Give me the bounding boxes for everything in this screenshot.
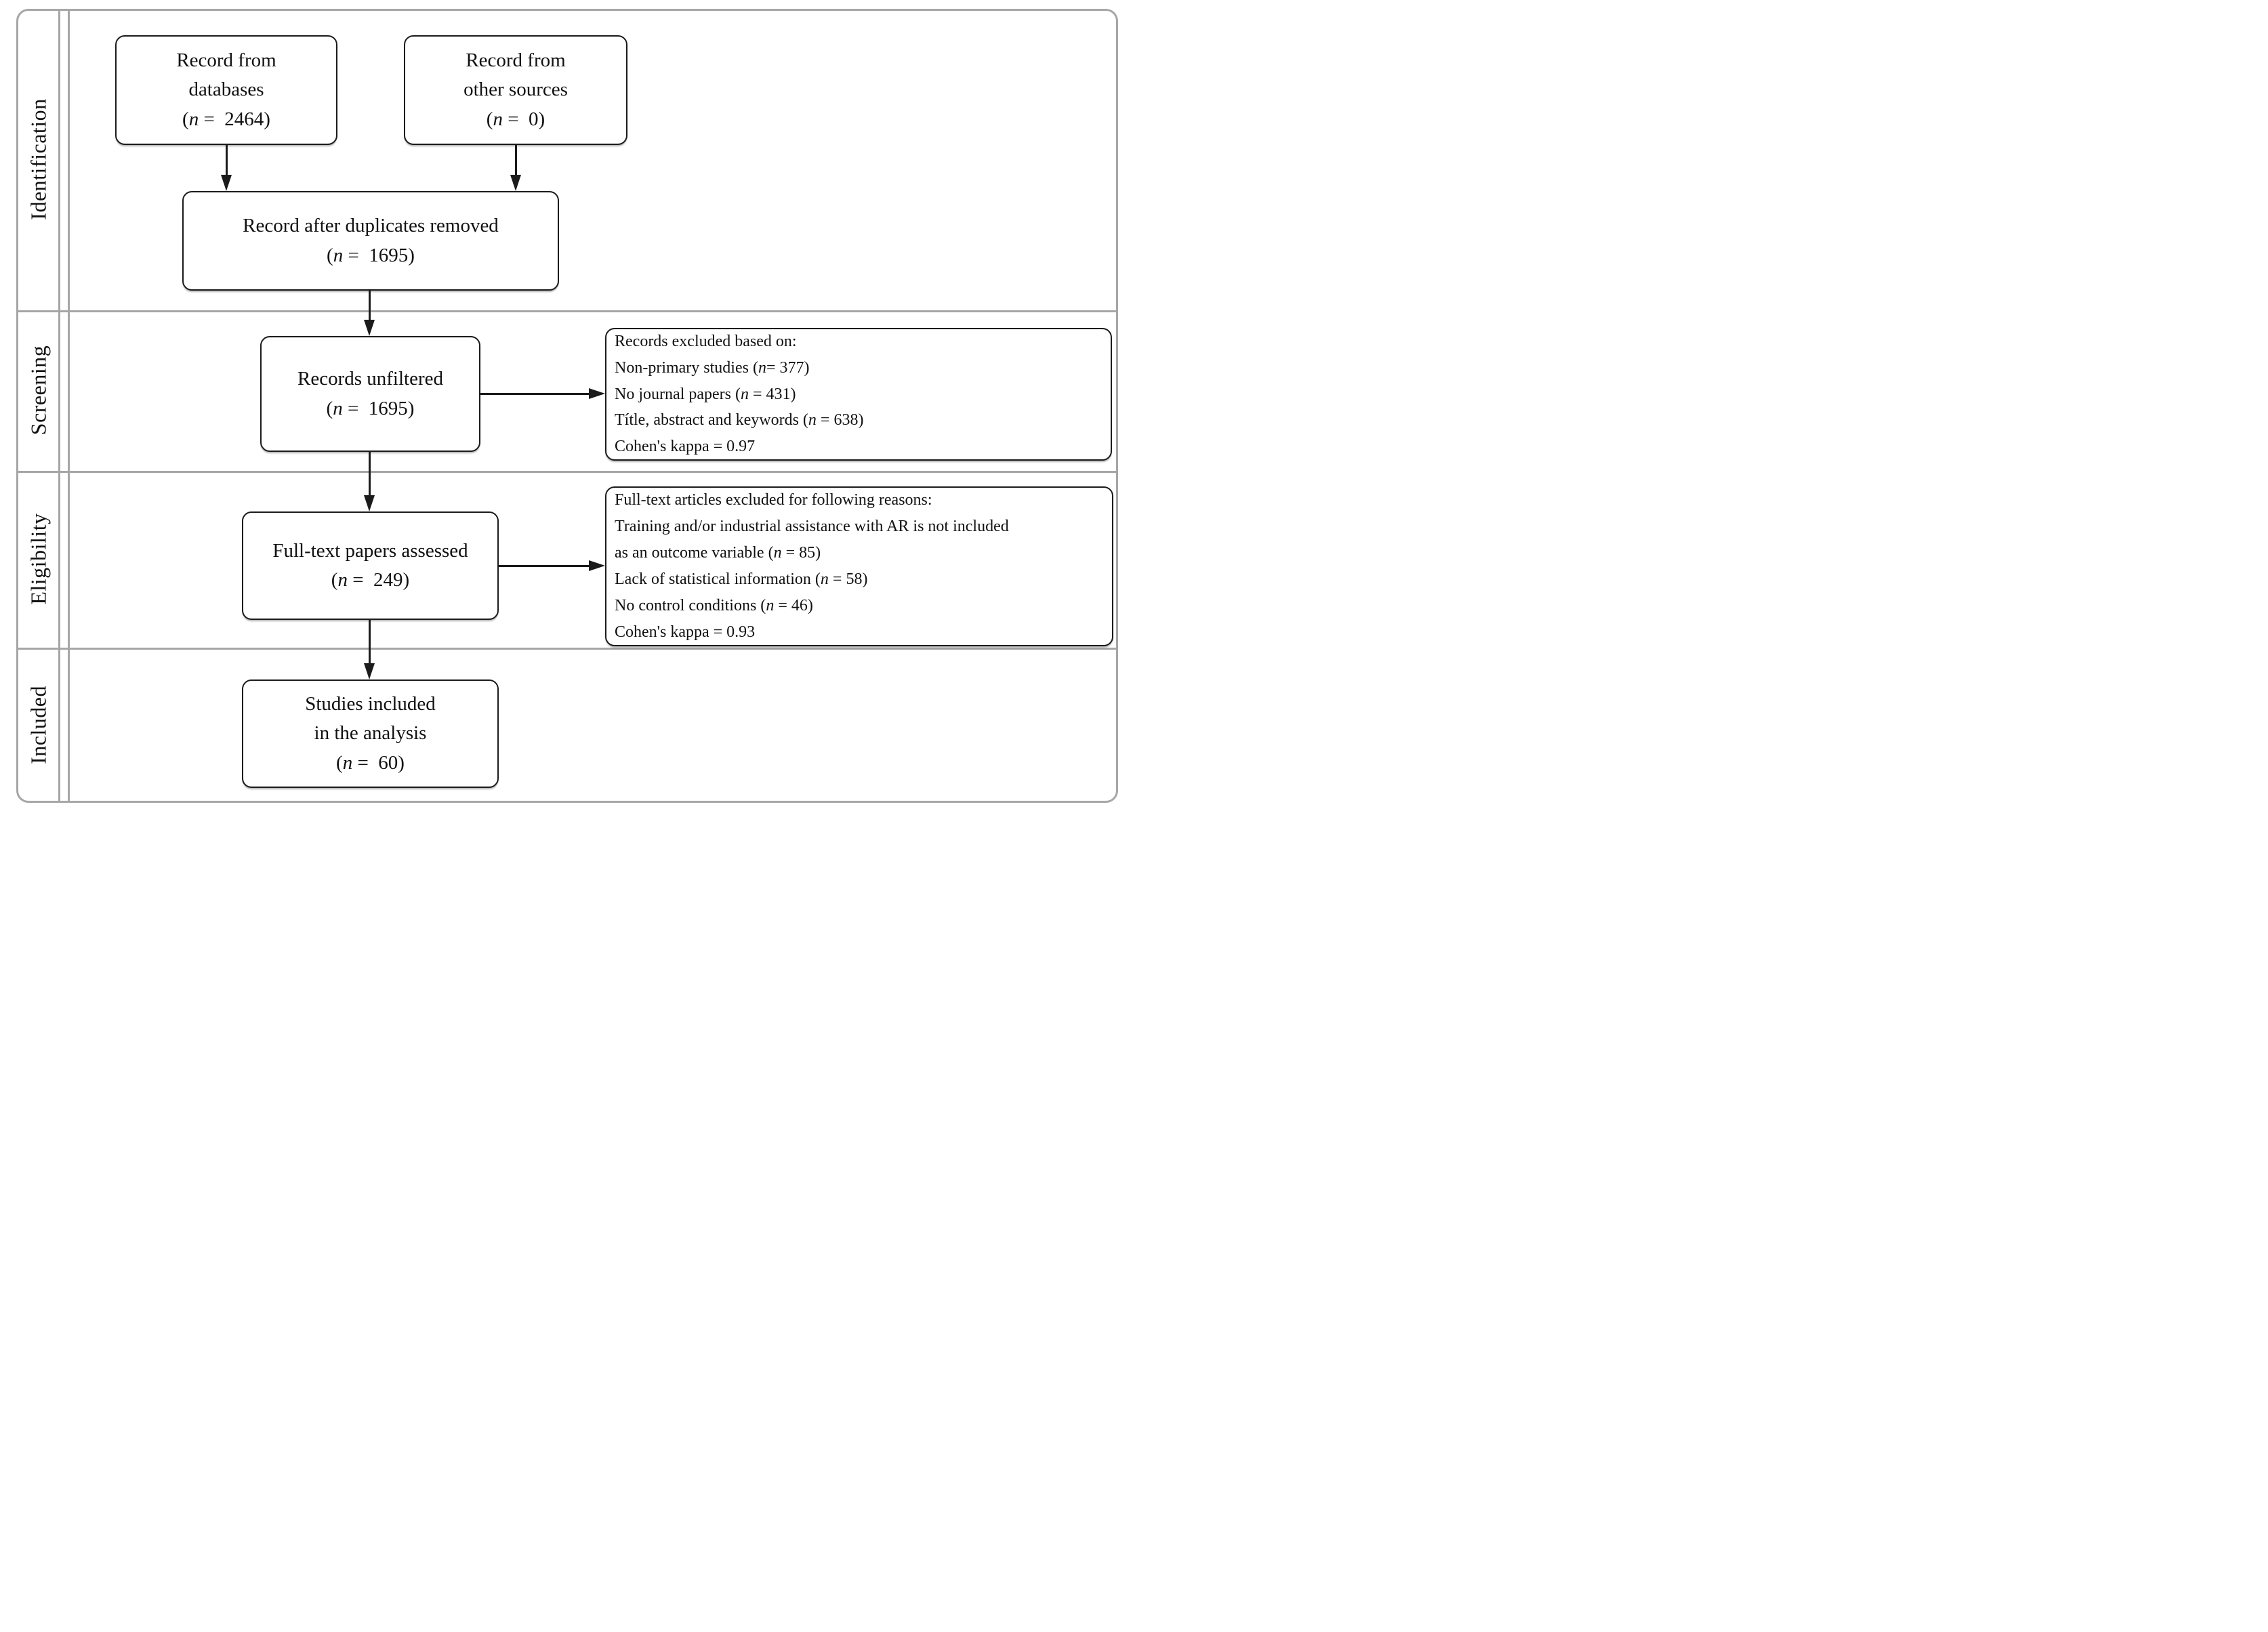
arrow-line	[499, 565, 589, 567]
text-line: Studies included	[305, 692, 436, 715]
text-line: (n = 0)	[486, 108, 545, 130]
text-line: Full-text papers assessed	[272, 539, 468, 562]
arrow-line	[369, 452, 371, 495]
text-line: as an outcome variable (n = 85)	[615, 544, 821, 562]
box-record-from-other-sources: Record from other sources (n = 0)	[404, 35, 627, 145]
text-line: (n = 1695)	[326, 397, 415, 419]
arrow-line	[515, 145, 517, 175]
text-line: Record from	[466, 49, 566, 71]
text-line: Record from	[176, 49, 276, 71]
text-line: Non-primary studies (n= 377)	[615, 358, 810, 377]
arrow-line	[226, 145, 228, 175]
text-line: Training and/or industrial assistance wi…	[615, 518, 1009, 536]
text-line: in the analysis	[314, 722, 427, 745]
text-line: Lack of statistical information (n = 58)	[615, 570, 868, 588]
row-divider-screening-eligibility	[16, 471, 1118, 473]
stage-column-divider	[58, 9, 60, 803]
arrow-head-right-icon	[589, 388, 605, 399]
arrow-head-down-icon	[364, 495, 375, 511]
text-line: No journal papers (n = 431)	[615, 385, 796, 403]
stage-label-screening: Screening	[26, 345, 51, 436]
arrow-head-down-icon	[364, 320, 375, 336]
text-line: Títle, abstract and keywords (n = 638)	[615, 411, 864, 430]
arrow-line	[369, 620, 371, 663]
stage-label-included: Included	[26, 686, 51, 764]
box-records-excluded-screening: Records excluded based on: Non-primary st…	[605, 328, 1112, 461]
text-line: Cohen's kappa = 0.93	[615, 623, 756, 641]
diagram-frame	[16, 9, 1118, 803]
arrow-line	[480, 393, 589, 395]
arrow-line	[369, 291, 371, 320]
arrow-head-down-icon	[364, 663, 375, 679]
box-studies-included: Studies included in the analysis (n = 60)	[242, 679, 499, 788]
text-line: (n = 249)	[331, 569, 410, 591]
box-fulltext-articles-excluded: Full-text articles excluded for followin…	[605, 486, 1113, 646]
text-line: (n = 1695)	[327, 244, 415, 266]
box-fulltext-papers-assessed: Full-text papers assessed (n = 249)	[242, 511, 499, 620]
text-line: No control conditions (n = 46)	[615, 596, 813, 614]
text-line: other sources	[463, 79, 568, 101]
text-line: Record after duplicates removed	[243, 215, 499, 236]
stage-label-identification: Identification	[26, 98, 51, 220]
text-line: Full-text articles excluded for followin…	[615, 491, 932, 509]
row-divider-eligibility-included	[16, 648, 1118, 650]
arrow-head-down-icon	[510, 175, 521, 191]
text-line: databases	[188, 79, 264, 101]
content-column-border	[68, 9, 70, 803]
box-records-unfiltered: Records unfiltered (n = 1695)	[260, 336, 480, 452]
arrow-head-right-icon	[589, 560, 605, 571]
text-line: (n = 60)	[336, 751, 405, 774]
text-line: Records unfiltered	[297, 368, 443, 390]
arrow-head-down-icon	[221, 175, 232, 191]
prisma-flow-diagram: Identification Screening Eligibility Inc…	[0, 0, 1134, 816]
box-record-from-databases: Record from databases (n = 2464)	[115, 35, 337, 145]
stage-label-eligibility: Eligibility	[26, 513, 51, 605]
text-line: (n = 2464)	[182, 108, 270, 130]
text-line: Records excluded based on:	[615, 332, 797, 350]
text-line: Cohen's kappa = 0.97	[615, 438, 756, 456]
row-divider-identification-screening	[16, 310, 1118, 312]
box-record-after-duplicates-removed: Record after duplicates removed (n = 1695…	[182, 191, 559, 291]
